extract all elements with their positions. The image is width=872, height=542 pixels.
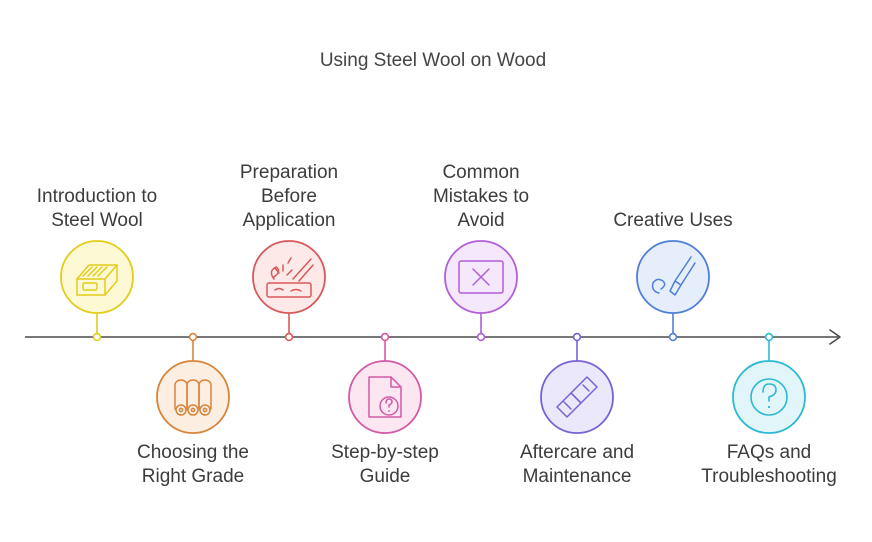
timeline-dot [572, 332, 582, 342]
timeline-dot [476, 332, 486, 342]
milestone-label-line: Before [261, 186, 317, 207]
milestone-circle [156, 360, 230, 434]
milestone-7 [636, 240, 710, 342]
milestone-6 [540, 332, 614, 434]
brush-tool-icon [556, 376, 598, 418]
milestone-circle [252, 240, 326, 314]
diagram-title: Using Steel Wool on Wood [319, 50, 547, 71]
milestone-label-line: Common [442, 162, 520, 183]
milestone-label-line: Guide [359, 466, 411, 487]
milestone-circle [636, 240, 710, 314]
milestone-label-7: Creative Uses [598, 209, 748, 233]
window-close-icon [458, 260, 504, 294]
milestone-label-line: Mistakes to [432, 186, 530, 207]
milestone-2 [156, 332, 230, 434]
timeline-dot [668, 332, 678, 342]
milestone-label-line: Steel Wool [51, 210, 143, 231]
steel-wool-rolls-icon [174, 379, 212, 416]
milestone-5 [444, 240, 518, 342]
sanding-surface-icon [266, 257, 314, 298]
timeline-dot [380, 332, 390, 342]
milestone-4 [348, 332, 422, 434]
milestone-3 [252, 240, 326, 342]
timeline-dot [188, 332, 198, 342]
milestone-label-line: Aftercare and [519, 442, 635, 463]
milestone-label-line: Maintenance [522, 466, 632, 487]
milestone-label-line: Right Grade [141, 466, 245, 487]
paintbrush-swirl-icon [651, 256, 696, 296]
milestone-circle [540, 360, 614, 434]
milestone-label-line: Introduction to [36, 186, 158, 207]
milestone-label-line: Preparation [239, 162, 339, 183]
milestone-8 [732, 332, 806, 434]
document-question-icon [368, 376, 402, 418]
timeline-dot [764, 332, 774, 342]
milestone-label-line: Choosing the [137, 442, 249, 463]
milestone-label-line: Creative Uses [613, 210, 733, 231]
milestone-label-line: Avoid [457, 210, 505, 231]
timeline-arrow-head [829, 329, 841, 345]
timeline-dot [284, 332, 294, 342]
milestone-label-1: Introduction to Steel Wool [22, 185, 172, 233]
milestone-label-line: Application [242, 210, 336, 231]
milestone-1 [60, 240, 134, 342]
question-circle-icon [750, 378, 788, 416]
milestone-circle [60, 240, 134, 314]
milestone-label-line: FAQs and [726, 442, 812, 463]
milestone-circle [348, 360, 422, 434]
steel-wool-pad-icon [76, 264, 118, 296]
milestone-label-line: Step-by-step [331, 442, 439, 463]
timeline-dot [92, 332, 102, 342]
milestone-label-line: Troubleshooting [701, 466, 837, 487]
